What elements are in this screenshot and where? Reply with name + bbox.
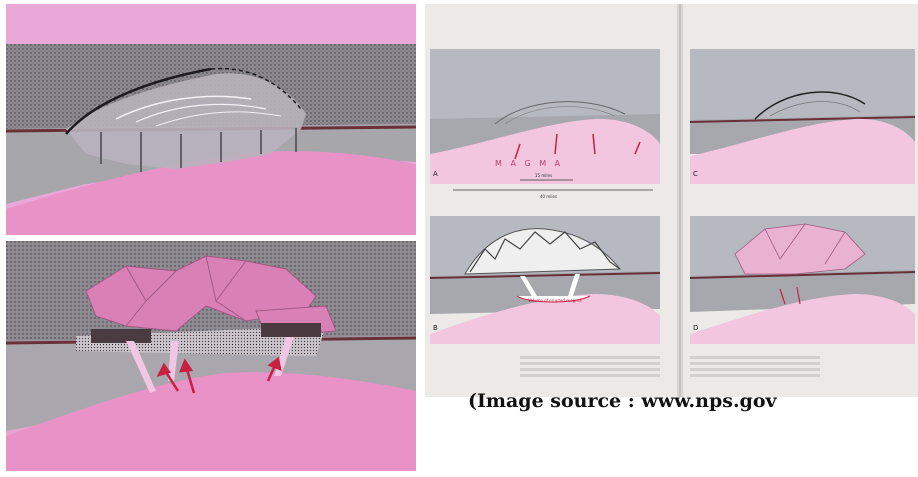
figure-c-letter: C [693,170,698,178]
figure-b: Volume of erupted magma B [430,216,660,344]
magma-label: M A G M A [495,159,563,168]
figure-d-letter: D [693,324,698,332]
caldera-fracture-diagram [6,4,416,235]
caldera-fracture-illustration [6,4,416,235]
book-spread-diagrams: M A G M A A 15 miles 40 miles C [425,4,918,397]
caldera-eruption-illustration [6,241,416,471]
image-source-caption: (Image source : www.nps.gov [468,390,777,412]
volume-note: Volume of erupted magma [528,298,582,303]
figure-a: M A G M A A 15 miles 40 miles [430,49,660,199]
scale-small-label: 15 miles [535,173,552,178]
figure-a-letter: A [433,170,438,178]
figure-b-letter: B [433,324,438,332]
book-spread-illustration: M A G M A A 15 miles 40 miles C [425,4,918,397]
figure-d: D [690,216,915,344]
caldera-eruption-diagram [6,241,416,471]
figure-c: C [690,49,915,184]
scale-large-label: 40 miles [540,194,557,199]
